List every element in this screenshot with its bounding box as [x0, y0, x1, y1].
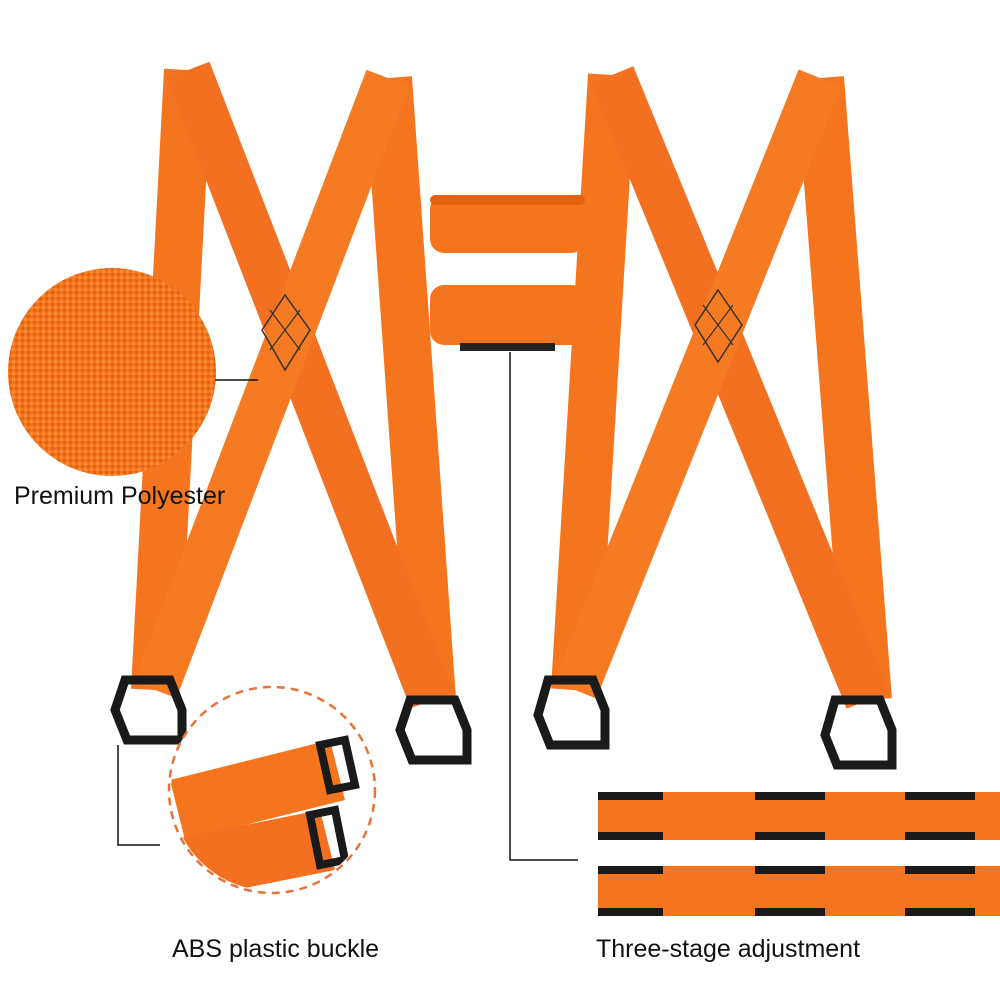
- material-label: Premium Polyester: [14, 482, 226, 510]
- right-harness: [533, 66, 897, 770]
- buckle-icon: [533, 675, 897, 770]
- adjustment-label: Three-stage adjustment: [596, 935, 861, 963]
- rolled-straps: [430, 195, 585, 351]
- buckle-closeup: [167, 685, 377, 895]
- material-closeup: [8, 268, 216, 476]
- buckle-leader-line: [117, 745, 160, 846]
- adjustment-leader-line: [509, 352, 578, 861]
- adjustment-straps: [598, 792, 1000, 916]
- buckle-label: ABS plastic buckle: [172, 935, 380, 963]
